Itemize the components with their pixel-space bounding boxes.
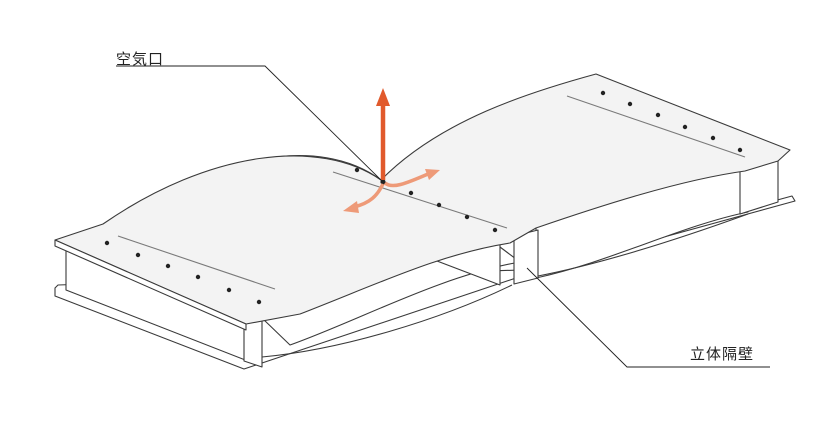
- hole: [195, 274, 201, 280]
- front-arch-edge: [261, 284, 513, 358]
- curved-arrow-icon: [343, 183, 385, 213]
- seam-line-right: [566, 95, 746, 158]
- hole: [226, 287, 232, 293]
- hole: [464, 214, 470, 220]
- hole: [436, 202, 442, 208]
- hole: [256, 299, 262, 305]
- front-arch-edge-right: [537, 213, 749, 277]
- air-vent-label: 空気口: [116, 50, 165, 68]
- hole: [354, 167, 360, 173]
- hole: [737, 147, 743, 153]
- partition-label: 立体隔壁: [690, 345, 755, 363]
- arrow-up-icon: [376, 88, 390, 180]
- hole: [135, 252, 141, 258]
- hole: [165, 263, 171, 269]
- hole: [682, 124, 688, 130]
- hole: [655, 112, 661, 118]
- seam-line-middle: [332, 171, 508, 229]
- hole: [492, 227, 498, 233]
- leader-line-partition: [526, 267, 770, 368]
- top-deck-edge: [54, 239, 247, 331]
- curved-arrow-icon: [383, 169, 440, 188]
- hole: [627, 101, 633, 107]
- seam-line-left: [117, 235, 276, 290]
- hole: [408, 190, 414, 196]
- leader-line-air-vent: [116, 65, 384, 183]
- hole: [710, 135, 716, 141]
- top-deck: [54, 73, 791, 325]
- hole: [104, 240, 110, 246]
- hole: [600, 90, 606, 96]
